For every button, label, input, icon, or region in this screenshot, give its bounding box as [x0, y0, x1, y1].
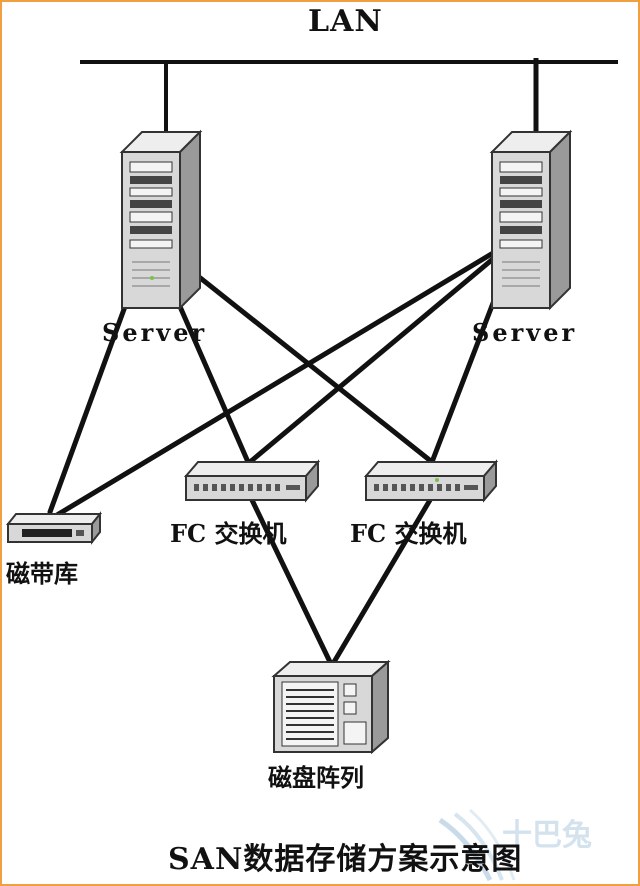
watermark-text: 十巴兔: [502, 818, 592, 853]
fc-switch-left-icon: [183, 459, 321, 503]
link-server-right-tape: [49, 235, 521, 521]
server-right-icon: [489, 129, 573, 311]
server-right-label: Server: [472, 318, 578, 347]
link-switch-right-disk: [331, 497, 433, 665]
watermark-logo-icon: [438, 808, 516, 882]
tape-library-label: 磁带库: [6, 559, 78, 588]
server-left-icon: [119, 129, 203, 311]
fc-switch-left-label: FC 交换机: [170, 519, 287, 548]
fc-links: [47, 235, 521, 665]
server-left-label: Server: [102, 318, 208, 347]
tape-library-icon: [5, 511, 103, 545]
fc-switch-right-label: FC 交换机: [350, 519, 467, 548]
disk-array-label: 磁盘阵列: [268, 763, 364, 792]
link-server-right-switch-left: [247, 235, 521, 465]
lan-label: LAN: [308, 4, 383, 39]
diagram-caption: SAN数据存储方案示意图: [168, 842, 523, 877]
disk-array-icon: [271, 659, 391, 755]
fc-switch-right-icon: [363, 459, 499, 503]
link-switch-left-disk: [249, 497, 333, 665]
